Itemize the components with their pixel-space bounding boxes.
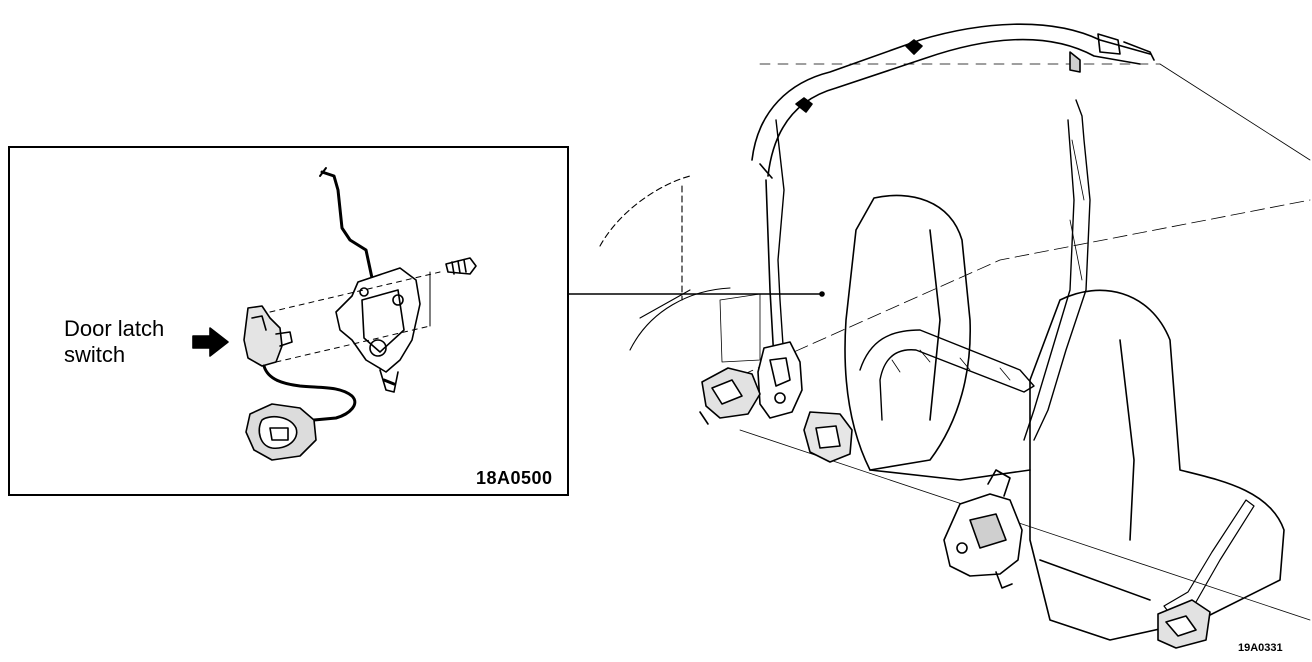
- leader-dot: [819, 291, 825, 297]
- belt-retractor: [943, 469, 1023, 589]
- inset-latch-assembly: [243, 167, 477, 461]
- seat-buckle: [1157, 499, 1255, 649]
- lap-belt: [859, 329, 1035, 421]
- rear-seat: [1029, 289, 1285, 641]
- shoulder-belt: [1023, 99, 1091, 441]
- door-latch-switch: [243, 305, 283, 367]
- inset-figure-code: 18A0500: [476, 468, 553, 488]
- main-figure-code: 19A0331: [1238, 642, 1283, 654]
- arrow-right-icon: [192, 327, 229, 357]
- vehicle-interior: [599, 63, 1311, 621]
- inset-panel: [8, 146, 569, 496]
- door-frame: [751, 23, 1155, 361]
- front-seat: [844, 194, 1031, 481]
- label-line-2: switch: [64, 342, 126, 367]
- door-latch-main: [699, 341, 853, 463]
- label-line-1: Door latch: [64, 316, 165, 341]
- door-latch-switch-label: Door latch switch: [64, 316, 164, 368]
